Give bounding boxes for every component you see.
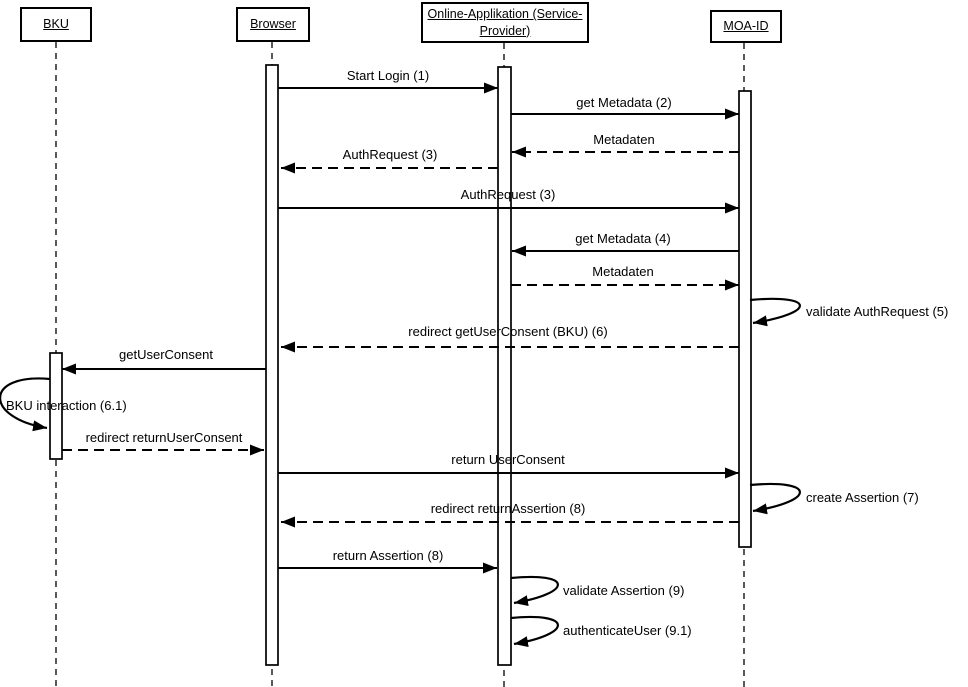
messages-group [0, 82, 801, 648]
actor-label-moa-id: MOA-ID [723, 19, 769, 34]
label-bku-interaction-6-1: BKU interaction (6.1) [6, 398, 127, 413]
label-redirect-returnassertion-8: redirect returnAssertion (8) [430, 501, 586, 516]
self-message-validate-authrequest-5 [749, 297, 801, 327]
self-message-validate-assertion-9 [510, 575, 559, 607]
label-validate-authrequest-5: validate AuthRequest (5) [806, 304, 949, 319]
actor-label-bku: BKU [43, 17, 69, 32]
label-validate-assertion-9: validate Assertion (9) [563, 583, 685, 598]
label-getuserconsent: getUserConsent [119, 347, 213, 362]
actor-online-applikation: Online-Applikation (Service-Provider) [421, 2, 589, 43]
label-get-metadata-4: get Metadata (4) [575, 231, 671, 246]
label-metadaten-oa-to-moa: Metadaten [592, 264, 654, 279]
label-get-metadata-2: get Metadata (2) [576, 95, 672, 110]
actor-label-online-applikation: Online-Applikation (Service-Provider) [427, 7, 583, 38]
actor-moa-id: MOA-ID [710, 10, 782, 43]
label-redirect-getuserconsent-6: redirect getUserConsent (BKU) (6) [408, 324, 608, 339]
self-message-authenticateuser-9-1 [510, 615, 559, 648]
label-return-userconsent: return UserConsent [451, 452, 565, 467]
browser-activation [265, 64, 279, 666]
label-redirect-returnuserconsent: redirect returnUserConsent [85, 430, 243, 445]
label-authenticateuser-9-1: authenticateUser (9.1) [563, 623, 692, 638]
activations-group [49, 64, 752, 666]
self-message-create-assertion-7 [749, 482, 801, 515]
online-applikation-activation [497, 66, 512, 666]
actor-label-browser: Browser [250, 17, 296, 32]
label-start-login-1: Start Login (1) [346, 68, 430, 83]
label-authrequest-3: AuthRequest (3) [460, 187, 556, 202]
actor-bku: BKU [20, 7, 92, 42]
self-message-bku-interaction-6-1 [0, 377, 51, 432]
bku-activation [49, 352, 63, 460]
label-create-assertion-7: create Assertion (7) [806, 490, 919, 505]
label-metadaten-moa-to-oa: Metadaten [593, 132, 655, 147]
moa-id-activation [738, 90, 752, 548]
label-return-assertion-8: return Assertion (8) [332, 548, 444, 563]
actor-browser: Browser [236, 7, 310, 42]
label-authrequest-3-redirect: AuthRequest (3) [342, 147, 438, 162]
